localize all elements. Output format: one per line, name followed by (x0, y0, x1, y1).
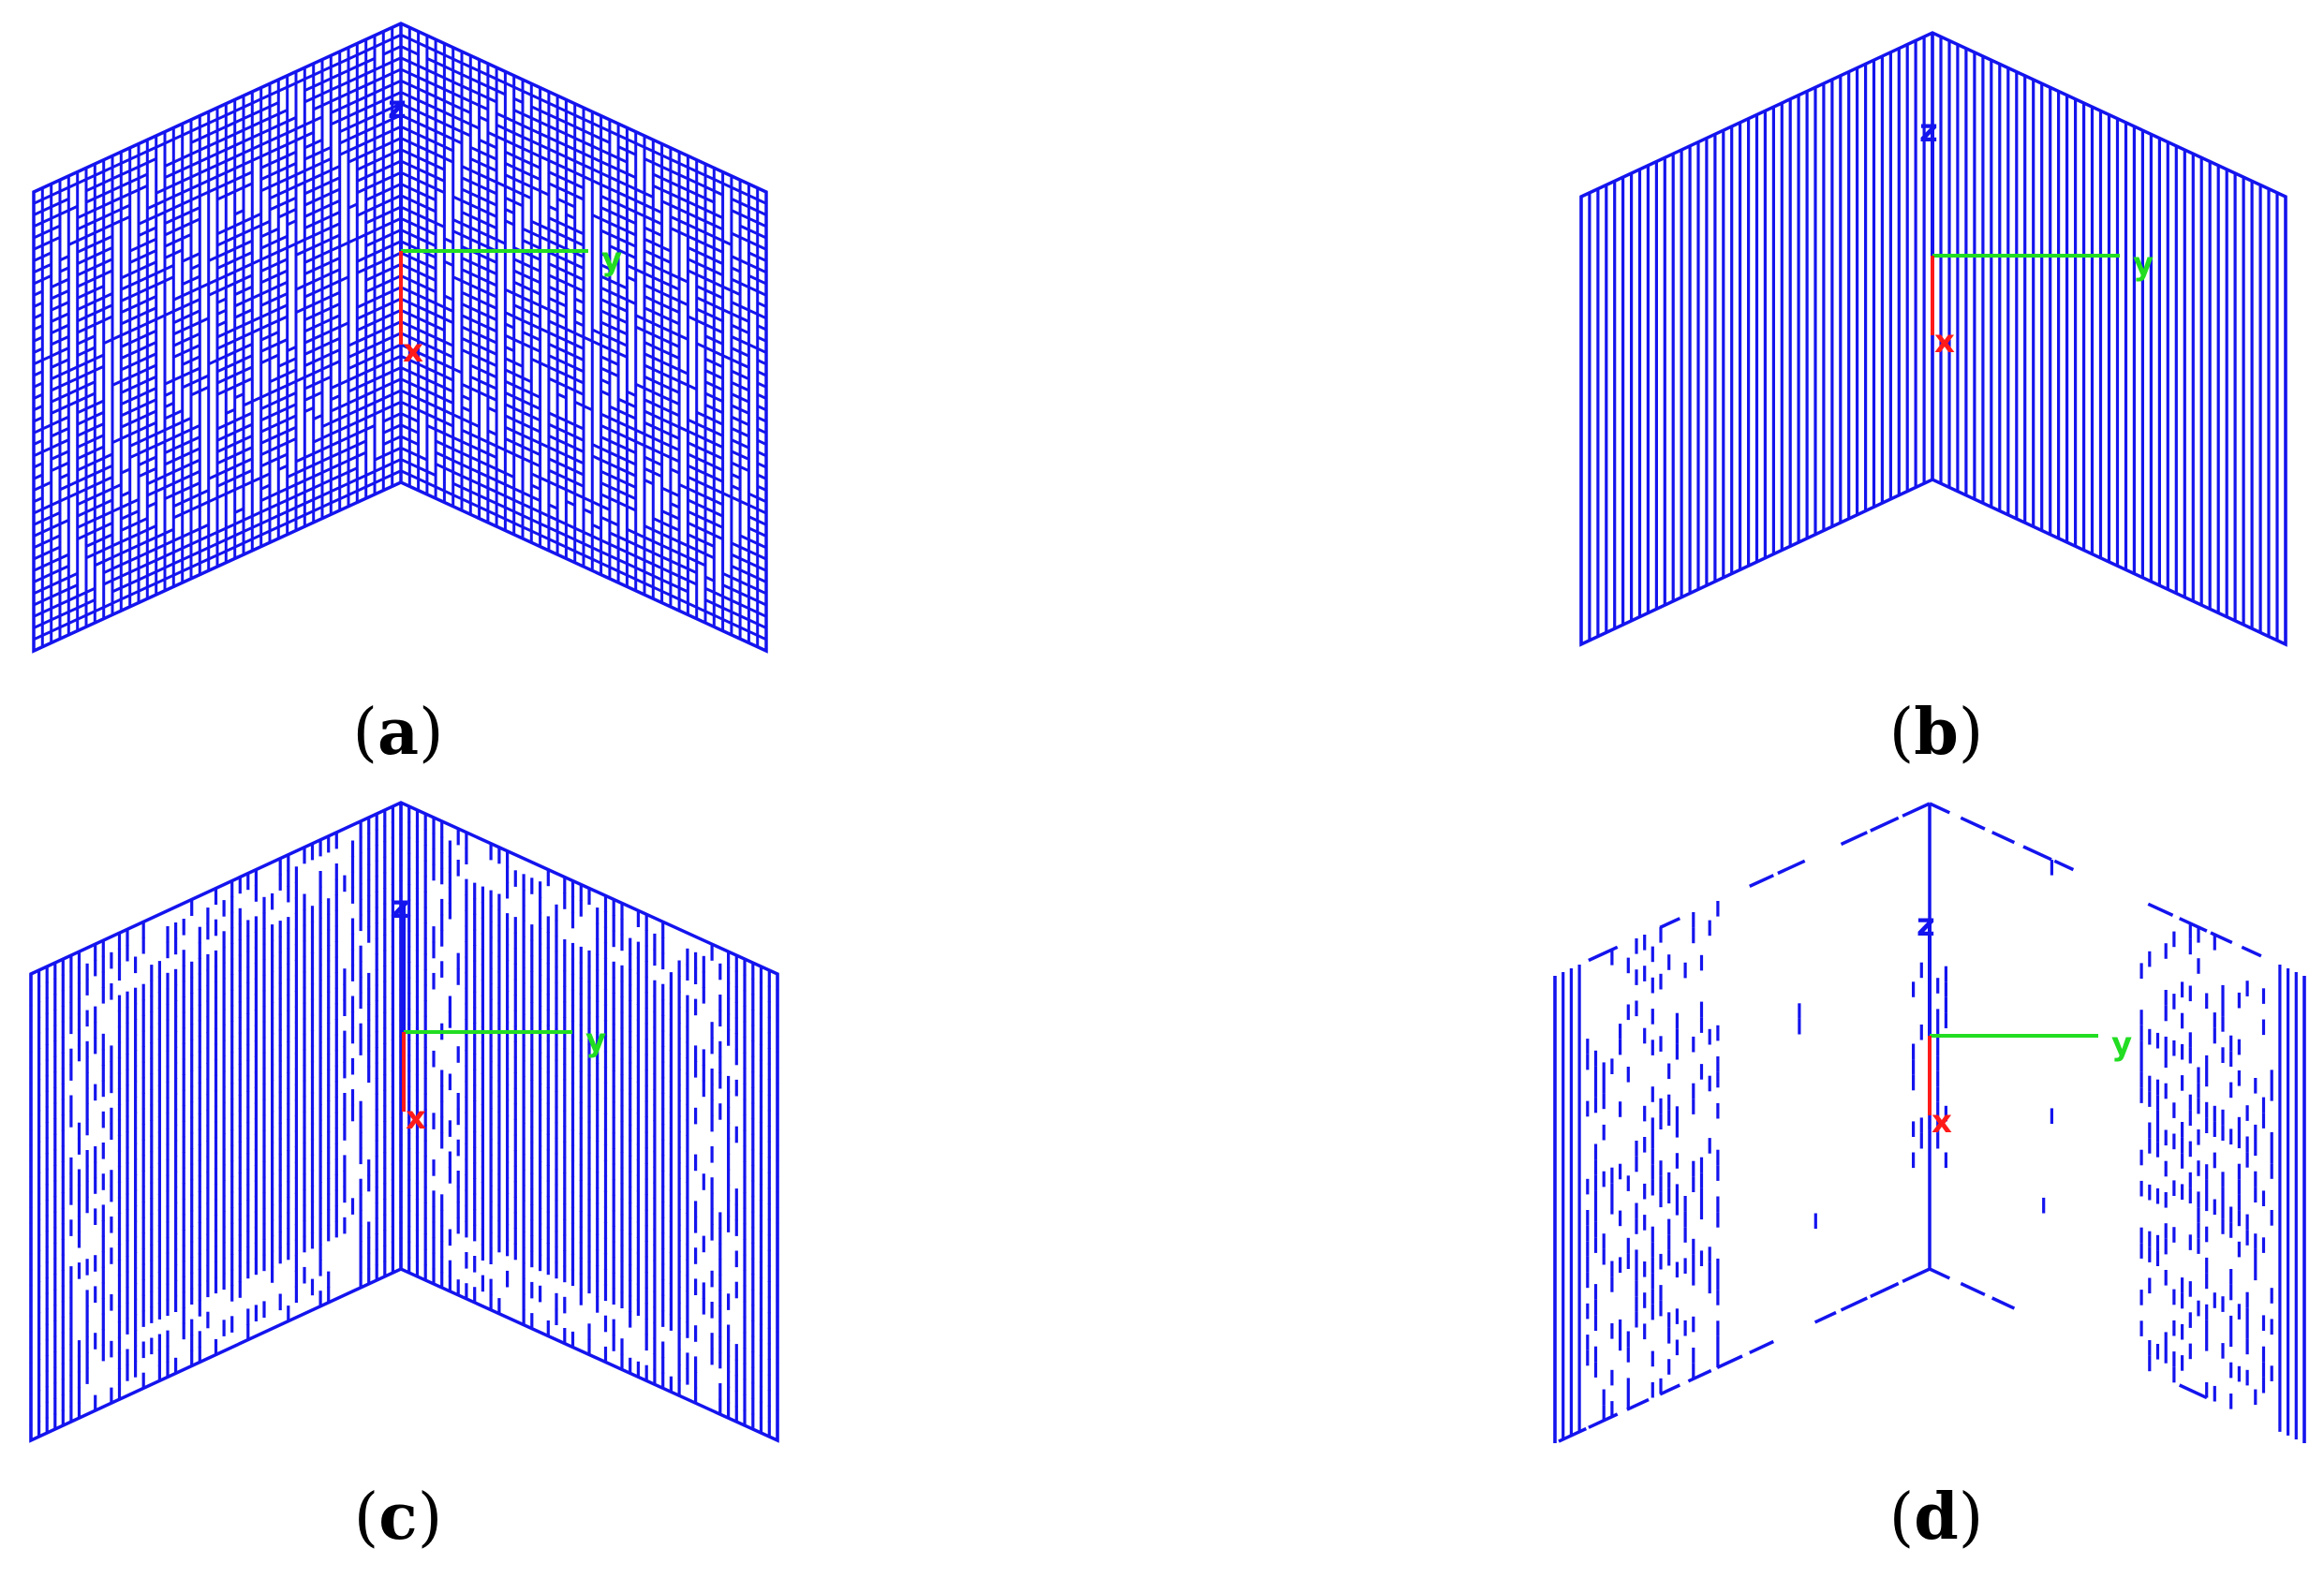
axis-x-label-b: x (1934, 323, 1955, 361)
panel-b-mesh: z y x (1581, 33, 2286, 644)
axis-y-label-a: y (601, 241, 622, 278)
axis-y-label-b: y (2133, 245, 2154, 283)
panel-c-mesh: zyx (31, 803, 777, 1441)
axis-x-label-a: x (403, 332, 423, 370)
axis-z-label-b: z (1919, 112, 1938, 150)
panel-b-right-face (1932, 33, 2286, 644)
panel-a-left-face (34, 23, 401, 651)
panel-c-left-face (31, 803, 401, 1441)
panel-a-right-face (401, 23, 766, 651)
panel-b-left-face (1581, 33, 1932, 644)
panel-c-right-face (401, 803, 777, 1441)
panel-a-mesh: z y x (34, 23, 766, 651)
axis-z-label-a: z (388, 89, 407, 126)
